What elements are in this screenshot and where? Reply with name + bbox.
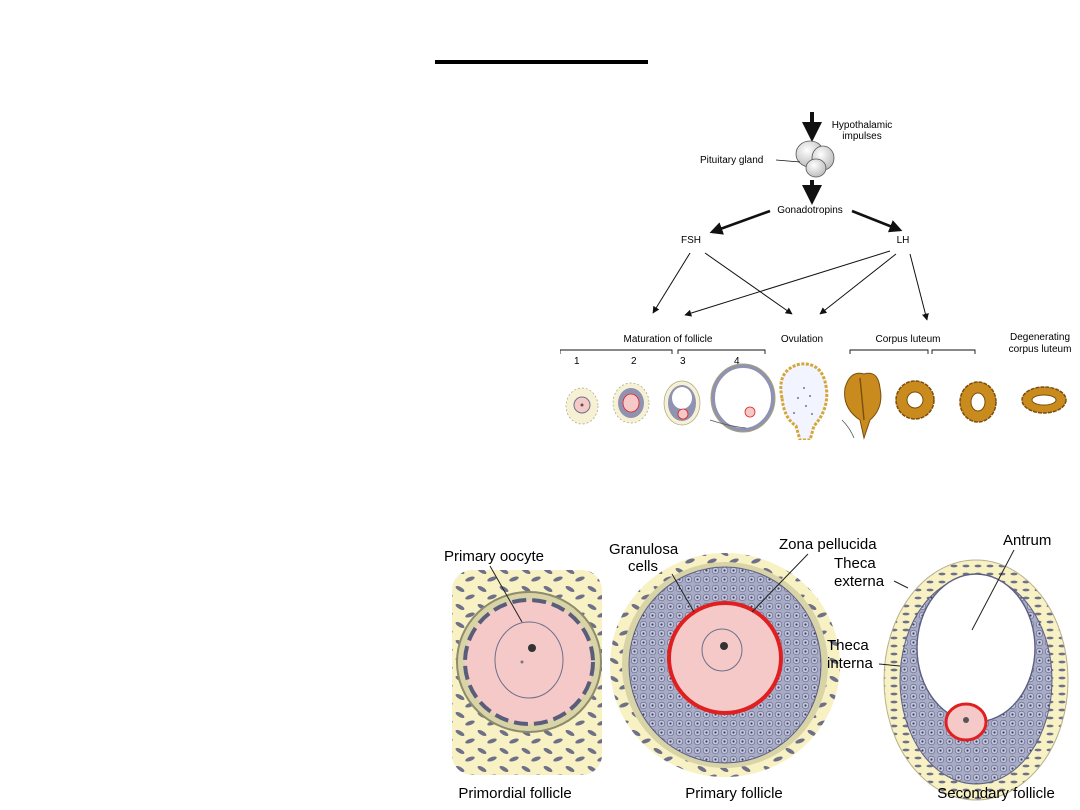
- ovulation-label: Ovulation: [781, 334, 823, 345]
- primary-oocyte-leader: [489, 565, 523, 623]
- follicle-stage-2: [612, 382, 650, 424]
- corpus-luteum-2: [895, 380, 935, 420]
- follicle-development-diagram: Primary oocyte Granulosa cells Zona pell…: [444, 532, 1069, 802]
- zona-pellucida-leader: [751, 553, 809, 613]
- corpus-luteum-1: [841, 372, 882, 440]
- secondary-follicle-caption: Secondary follicle: [937, 785, 1055, 802]
- gonadotropins-label: Gonadotropins: [777, 205, 843, 216]
- pituitary-leader-line: [775, 159, 801, 163]
- corpus-luteum-label: Corpus luteum: [875, 334, 940, 345]
- primordial-follicle-illustration: [452, 570, 602, 775]
- theca-externa-label-2: externa: [834, 573, 885, 590]
- degenerating-corpus-luteum: [1021, 386, 1067, 414]
- stage-number-1: 1: [574, 356, 580, 367]
- degenerating-label-1: Degenerating: [1010, 332, 1070, 343]
- primary-follicle-caption: Primary follicle: [685, 785, 783, 802]
- theca-interna-leader: [878, 663, 901, 667]
- antrum-label: Antrum: [1003, 532, 1051, 549]
- lh-branch-arrow: [851, 209, 903, 233]
- lh-label: LH: [897, 235, 910, 246]
- primordial-follicle-caption: Primordial follicle: [458, 785, 571, 802]
- pituitary-gland-label: Pituitary gland: [700, 155, 763, 166]
- degenerating-label-2: corpus luteum: [1009, 344, 1072, 355]
- fsh-branch-arrow: [709, 209, 771, 235]
- zona-pellucida-label: Zona pellucida: [779, 536, 877, 553]
- follicle-stage-4: [709, 363, 776, 433]
- follicle-stage-1: [565, 387, 599, 425]
- theca-interna-label-2: interna: [827, 655, 874, 672]
- hypothalamic-impulses-label-2: impulses: [842, 131, 881, 142]
- primary-oocyte-label: Primary oocyte: [444, 548, 544, 565]
- hypothalamic-impulses-label-1: Hypothalamic: [832, 120, 893, 131]
- granulosa-cells-label-1: Granulosa: [609, 541, 679, 558]
- corpus-luteum-3: [959, 381, 997, 423]
- theca-interna-label-1: Theca: [827, 637, 869, 654]
- theca-externa-label-1: Theca: [834, 555, 876, 572]
- title-underline: [435, 60, 648, 64]
- stage-brackets: [560, 349, 976, 354]
- primary-follicle-illustration: [610, 553, 840, 777]
- antrum-leader: [971, 549, 1015, 631]
- granulosa-cells-label-2: cells: [628, 558, 658, 575]
- hormonal-control-diagram: Hypothalamic impulses Pituitary gland Go…: [560, 112, 1072, 440]
- pituitary-gland-illustration: [795, 140, 835, 178]
- granulosa-leader: [671, 573, 695, 613]
- hormone-target-arrows: [652, 250, 929, 321]
- follicle-stage-3: [663, 380, 701, 426]
- theca-externa-leader: [893, 580, 909, 589]
- fsh-label: FSH: [681, 235, 701, 246]
- stage-number-2: 2: [631, 356, 637, 367]
- ovulation-illustration: [779, 362, 829, 440]
- stage-number-3: 3: [680, 356, 686, 367]
- maturation-label: Maturation of follicle: [624, 334, 713, 345]
- secondary-follicle-illustration: [883, 559, 1069, 801]
- stage-number-4: 4: [734, 356, 740, 367]
